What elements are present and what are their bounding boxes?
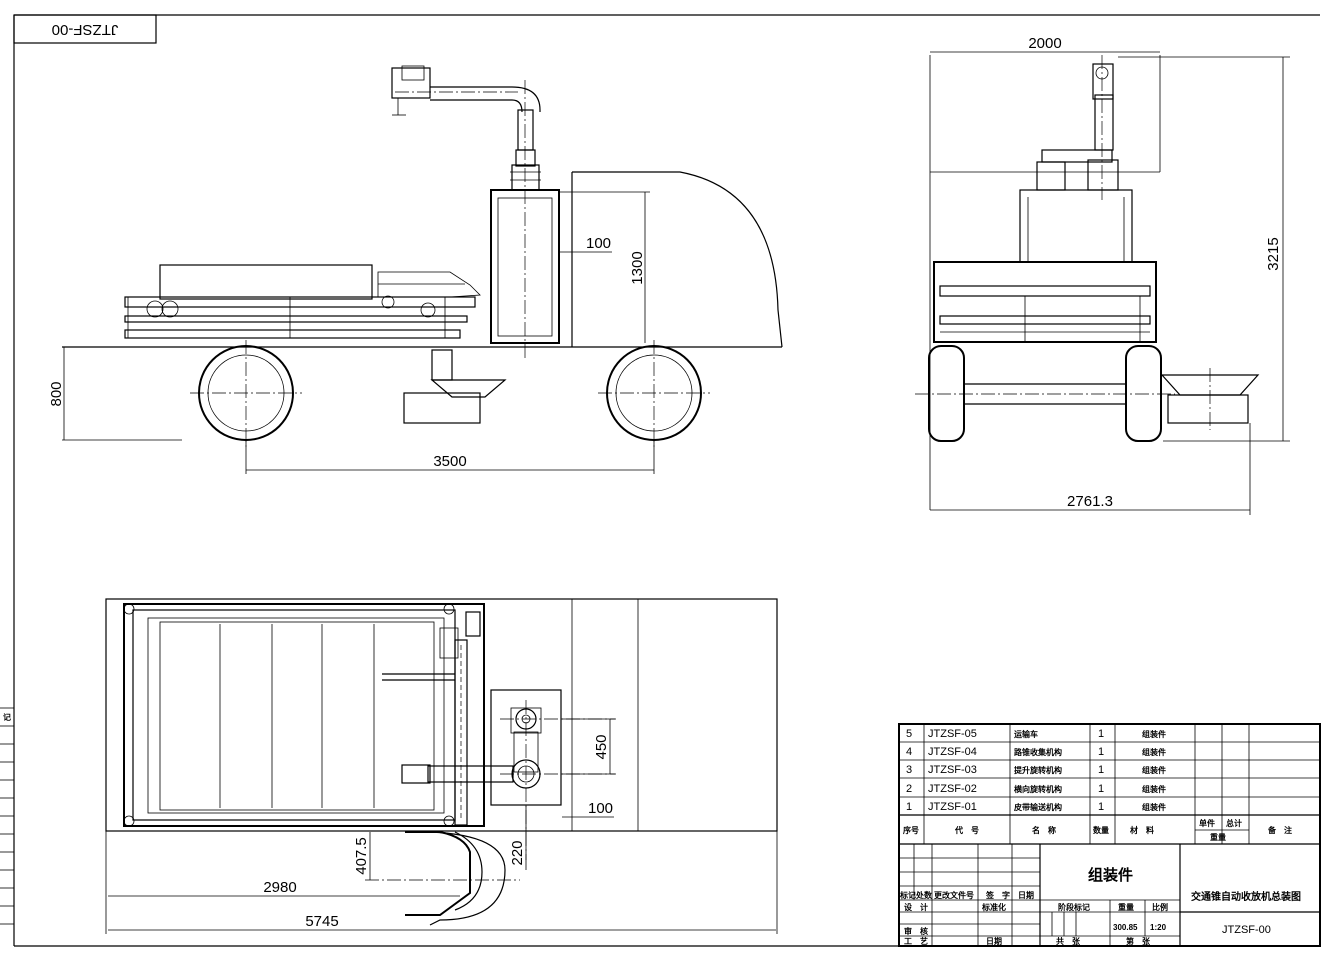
left-stub-table: 记	[0, 707, 14, 925]
side-dim-width: 2000	[1028, 35, 1061, 52]
tb-label-check: 审 核	[904, 926, 928, 936]
tb-label-stage-mark: 阶段标记	[1058, 902, 1090, 912]
bom-header-unit-weight: 单件	[1199, 818, 1215, 828]
code-stamp-text: JTZSF-00	[52, 21, 119, 38]
top-view: 450 100 220 407.5 2980 5745	[105, 598, 778, 934]
bom-row-qty: 1	[1098, 728, 1104, 740]
tb-label-count: 处数	[915, 890, 933, 900]
top-dim-offset-x: 100	[588, 800, 613, 817]
bom-row-no: 4	[906, 746, 912, 758]
bom-row-no: 2	[906, 783, 912, 795]
bom-header-no: 序号	[903, 825, 919, 835]
bom-row-material: 组装件	[1142, 784, 1166, 794]
sheet-border	[13, 14, 1320, 947]
title-type: 组装件	[1088, 866, 1133, 884]
tb-label-mark: 标记	[899, 890, 916, 900]
bom-header-name: 名 称	[1032, 825, 1056, 835]
tb-label-weight: 重量	[1118, 902, 1134, 912]
title-drawing-title: 交通锥自动收放机总装图	[1191, 890, 1301, 903]
front-dim-axle-height: 800	[48, 381, 65, 406]
top-dim-gap: 220	[509, 840, 526, 865]
bom-row-name: 运输车	[1014, 729, 1038, 739]
bom-header-material: 材 料	[1130, 825, 1154, 835]
title-drawing-code: JTZSF-00	[1222, 924, 1271, 936]
bom-row-material: 组装件	[1142, 765, 1166, 775]
bom-row-qty: 1	[1098, 783, 1104, 795]
bom-row-name: 皮带输送机构	[1013, 802, 1062, 812]
bom-row-no: 5	[906, 728, 912, 740]
side-dim-height: 3215	[1265, 237, 1282, 270]
tb-label-date: 日期	[1018, 890, 1034, 900]
bom-row-material: 组装件	[1142, 802, 1166, 812]
bom-row-code: JTZSF-01	[928, 801, 977, 813]
bom-header-weight: 重量	[1210, 832, 1226, 842]
bom-row-qty: 1	[1098, 801, 1104, 813]
top-dim-length-total: 5745	[305, 913, 338, 930]
bom-row-name: 提升旋转机构	[1014, 765, 1062, 775]
bom-row-no: 3	[906, 764, 912, 776]
bom-row-qty: 1	[1098, 746, 1104, 758]
tb-label-change-doc: 更改文件号	[934, 890, 974, 900]
bom-header-code: 代 号	[954, 825, 979, 835]
bom-table: 5 JTZSF-05 运输车 1 组装件 4 JTZSF-04 路锥收集机构 1…	[898, 723, 1321, 947]
title-scale: 1:20	[1150, 923, 1167, 932]
side-view: 2000 3215 2761.3	[915, 35, 1290, 515]
tb-label-process: 工 艺	[904, 936, 928, 946]
tb-label-date2: 日期	[986, 936, 1002, 946]
title-block: 组装件 交通锥自动收放机总装图 JTZSF-00 300.85 1:20 标记 …	[899, 844, 1320, 946]
left-stub-label: 记	[3, 712, 11, 722]
bom-row-name: 横向旋转机构	[1014, 784, 1062, 794]
bom-row-material: 组装件	[1142, 729, 1166, 739]
tb-label-standardize: 标准化	[981, 902, 1006, 912]
bom-row-qty: 1	[1098, 764, 1104, 776]
bom-header-total-weight: 总计	[1226, 818, 1242, 828]
code-stamp: JTZSF-00	[13, 14, 157, 44]
front-dim-wheelbase: 3500	[433, 453, 466, 470]
bom-row-code: JTZSF-04	[928, 746, 977, 758]
front-view: 100 1300 800 3500	[48, 65, 783, 474]
tb-label-design: 设 计	[904, 902, 928, 912]
bom-row-no: 1	[906, 801, 912, 813]
top-dim-length-a: 2980	[263, 879, 296, 896]
side-dim-overall-width: 2761.3	[1067, 493, 1113, 510]
tb-label-sheet: 第 张	[1126, 936, 1151, 946]
front-dim-offset: 100	[586, 235, 611, 252]
bom-row-code: JTZSF-03	[928, 764, 977, 776]
tb-label-ratio: 比例	[1152, 902, 1168, 912]
tb-label-total: 共 张	[1056, 936, 1081, 946]
bom-row-code: JTZSF-02	[928, 783, 977, 795]
bom-row-material: 组装件	[1142, 747, 1166, 757]
top-dim-offset-y: 450	[593, 734, 610, 759]
bom-row-code: JTZSF-05	[928, 728, 977, 740]
title-mass: 300.85	[1113, 923, 1138, 932]
front-dim-height: 1300	[629, 251, 646, 284]
tb-label-signature: 签 字	[985, 890, 1010, 900]
bom-row-name: 路锥收集机构	[1014, 747, 1062, 757]
bom-header-remark: 备 注	[1267, 825, 1292, 835]
top-dim-radius: 407.5	[353, 837, 370, 875]
bom-header-qty: 数量	[1093, 825, 1109, 835]
